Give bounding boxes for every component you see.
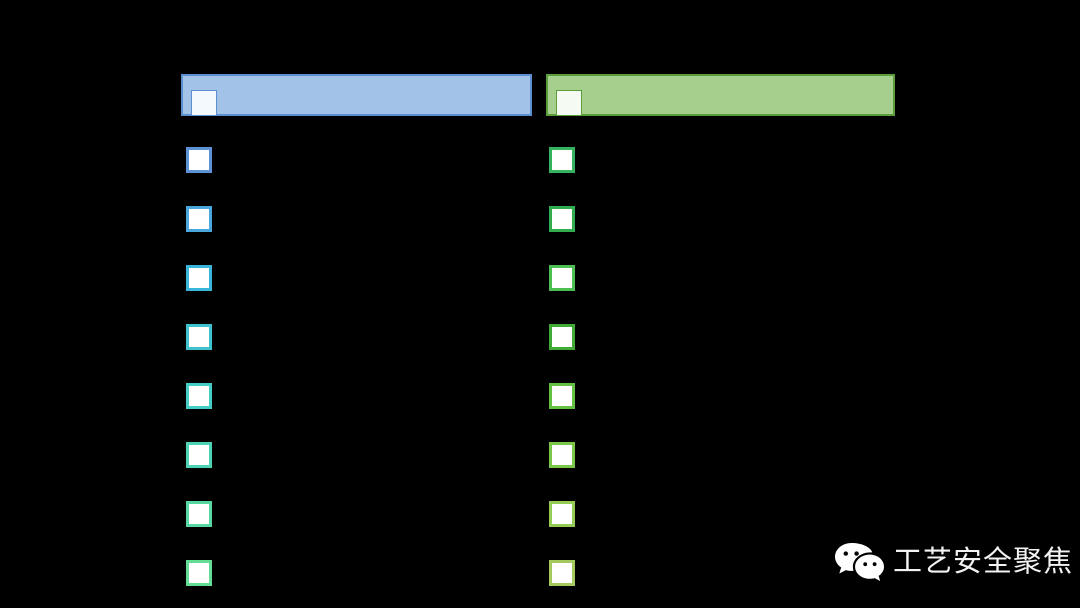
checkbox-square-icon — [186, 501, 212, 527]
column-header-bar-right[interactable] — [546, 74, 895, 116]
checkbox-square-icon — [186, 265, 212, 291]
checkbox-square-icon — [186, 560, 212, 586]
wechat-watermark: 工艺安全聚焦 — [833, 534, 1073, 590]
checkbox-square-icon — [186, 324, 212, 350]
checkbox-square-icon — [549, 383, 575, 409]
checkbox-square-icon — [549, 147, 575, 173]
checkbox-square-icon — [549, 324, 575, 350]
checkbox-square-icon — [549, 442, 575, 468]
checkbox-square-icon — [186, 147, 212, 173]
checkbox-square-icon — [549, 265, 575, 291]
checkbox-square-icon — [549, 501, 575, 527]
checkbox-square-icon — [186, 442, 212, 468]
checkbox-square-icon — [186, 383, 212, 409]
checkbox-square-icon — [549, 560, 575, 586]
wechat-icon — [833, 541, 885, 583]
checkbox-square-icon — [549, 206, 575, 232]
watermark-text: 工艺安全聚焦 — [893, 546, 1074, 578]
column-header-bar-left[interactable] — [181, 74, 532, 116]
checkbox-square-icon — [556, 90, 582, 116]
checkbox-square-icon — [186, 206, 212, 232]
checkbox-square-icon — [191, 90, 217, 116]
